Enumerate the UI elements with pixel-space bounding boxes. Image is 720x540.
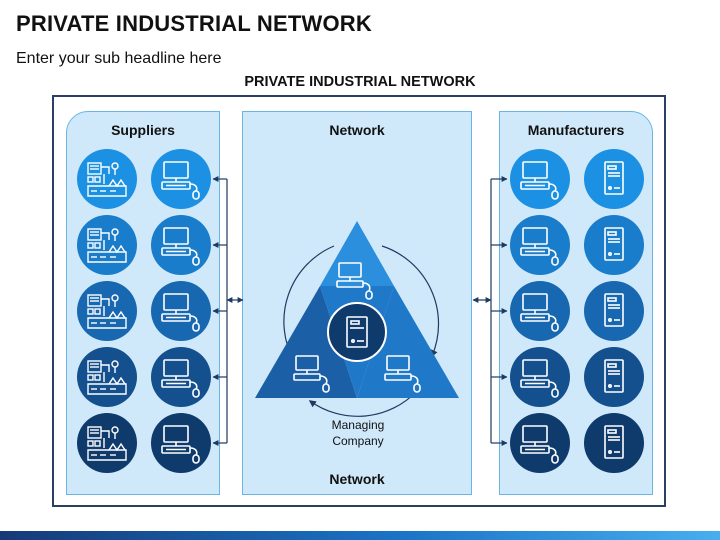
suppliers-title: Suppliers bbox=[111, 122, 175, 138]
cycle-arrow-right bbox=[381, 245, 440, 358]
computer-icon bbox=[520, 227, 559, 266]
server-tower-icon bbox=[604, 359, 624, 393]
icon-circle bbox=[77, 347, 137, 407]
page-title: PRIVATE INDUSTRIAL NETWORK bbox=[16, 11, 372, 36]
diagram-frame bbox=[52, 95, 666, 507]
bottom-color-strip bbox=[0, 531, 720, 540]
computer-icon bbox=[520, 293, 559, 332]
supplier-connectors bbox=[212, 176, 244, 446]
icon-circle bbox=[77, 413, 137, 473]
computer-icon bbox=[161, 161, 200, 200]
icon-circle bbox=[510, 413, 570, 473]
icon-circle bbox=[151, 149, 211, 209]
network-title-top: Network bbox=[329, 122, 385, 138]
computer-icon bbox=[293, 355, 330, 393]
icon-circle bbox=[510, 215, 570, 275]
icon-circle bbox=[77, 215, 137, 275]
computer-icon bbox=[384, 355, 421, 393]
icon-circle bbox=[510, 149, 570, 209]
icon-circle bbox=[77, 281, 137, 341]
server-tower-icon bbox=[604, 293, 624, 327]
icon-circle bbox=[584, 347, 644, 407]
computer-icon bbox=[520, 359, 559, 398]
computer-icon bbox=[520, 425, 559, 464]
factory-icon bbox=[87, 426, 127, 461]
icon-circle bbox=[151, 347, 211, 407]
icon-circle bbox=[584, 413, 644, 473]
computer-icon bbox=[161, 293, 200, 332]
computer-icon bbox=[520, 161, 559, 200]
computer-icon bbox=[336, 262, 373, 300]
managing-company-circle bbox=[327, 302, 387, 362]
triangle-right-segment bbox=[357, 286, 459, 398]
icon-circle bbox=[584, 215, 644, 275]
computer-icon bbox=[161, 227, 200, 266]
icon-circle bbox=[151, 281, 211, 341]
manufacturers-title: Manufacturers bbox=[527, 122, 625, 138]
icon-circle bbox=[151, 413, 211, 473]
icon-circle bbox=[510, 347, 570, 407]
icon-circle bbox=[77, 149, 137, 209]
icon-circle bbox=[584, 149, 644, 209]
computer-icon bbox=[161, 425, 200, 464]
diagram-title: PRIVATE INDUSTRIAL NETWORK bbox=[244, 74, 476, 90]
factory-icon bbox=[87, 228, 127, 263]
factory-icon bbox=[87, 162, 127, 197]
icon-circle bbox=[510, 281, 570, 341]
icon-circle bbox=[151, 215, 211, 275]
cycle-arrow-bottom bbox=[308, 390, 418, 417]
network-triangle-diagram: Managing Company bbox=[255, 221, 459, 448]
icon-circle bbox=[584, 281, 644, 341]
computer-icon bbox=[161, 359, 200, 398]
server-tower-icon bbox=[604, 161, 624, 195]
managing-label-line2: Company bbox=[332, 434, 383, 448]
factory-icon bbox=[87, 294, 127, 329]
factory-icon bbox=[87, 360, 127, 395]
page-subtitle: Enter your sub headline here bbox=[16, 50, 222, 67]
server-tower-icon bbox=[604, 227, 624, 261]
triangle-left-segment bbox=[255, 286, 357, 398]
server-tower-icon bbox=[604, 425, 624, 459]
server-tower-icon bbox=[346, 316, 368, 348]
network-title-bottom: Network bbox=[329, 471, 385, 487]
manufacturer-connectors bbox=[472, 176, 508, 446]
managing-label-line1: Managing bbox=[332, 418, 385, 432]
